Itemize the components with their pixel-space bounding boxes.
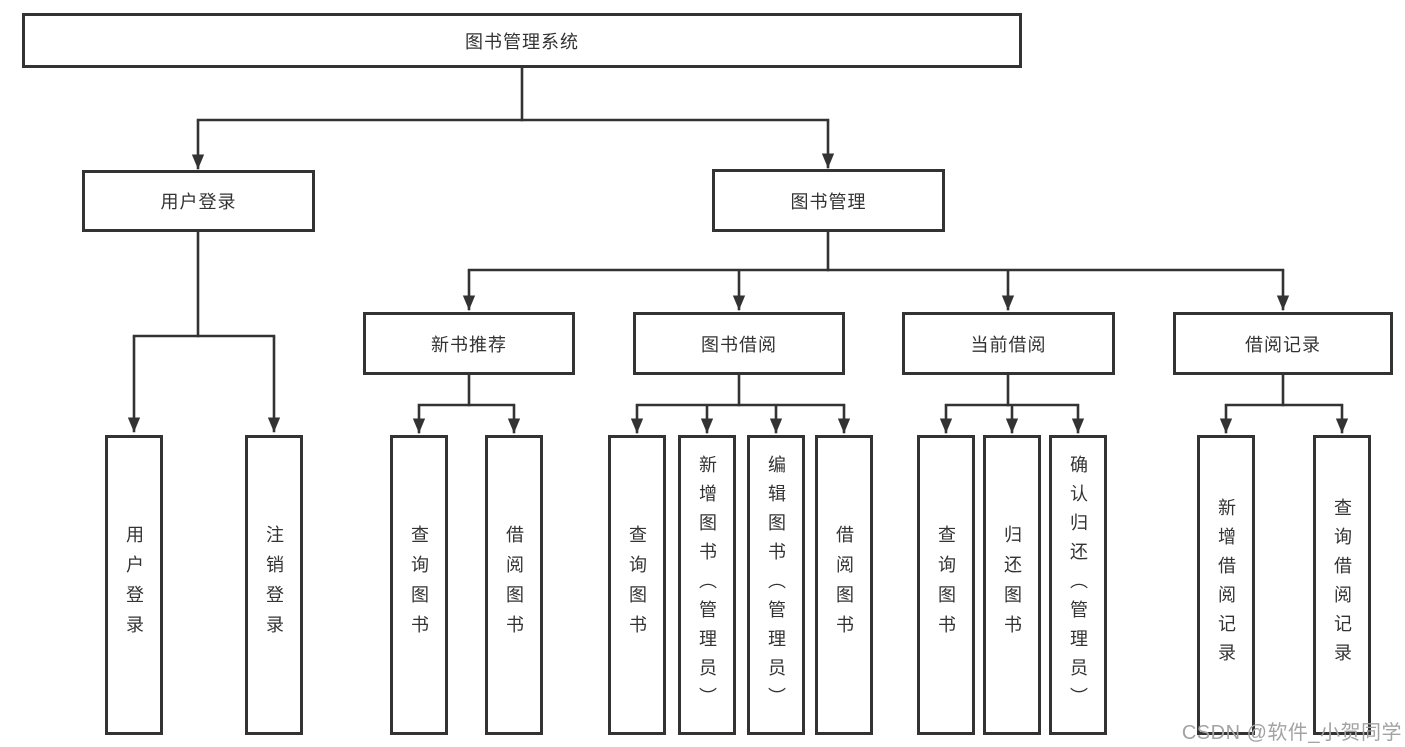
leaf-borrow-books: 借阅图书 <box>815 435 873 735</box>
leaf-borrow-books-recommend: 借阅图书 <box>485 435 543 735</box>
leaf-query-books-borrowing: 查询图书 <box>608 435 666 735</box>
node-library-management-system: 图书管理系统 <box>22 13 1022 68</box>
node-label: 新增图书（管理员） <box>697 454 717 716</box>
node-label: 用户登录 <box>160 192 237 212</box>
node-label: 图书管理系统 <box>465 31 579 52</box>
leaf-add-borrow-record: 新增借阅记录 <box>1197 435 1255 735</box>
node-label: 图书借阅 <box>701 334 777 355</box>
node-label: 归还图书 <box>1002 525 1022 645</box>
node-label: 注销登录 <box>264 525 284 645</box>
leaf-query-books-recommend: 查询图书 <box>390 435 448 735</box>
node-label: 确认归还（管理员） <box>1068 454 1088 716</box>
node-label: 新书推荐 <box>431 334 507 355</box>
node-current-borrowing: 当前借阅 <box>902 312 1115 375</box>
leaf-confirm-return-admin: 确认归还（管理员） <box>1049 435 1107 735</box>
leaf-query-books-current: 查询图书 <box>917 435 975 735</box>
watermark: CSDN @软件_小贺同学 <box>1181 722 1402 744</box>
node-label: 查询图书 <box>936 525 956 645</box>
node-label: 查询借阅记录 <box>1332 498 1352 672</box>
node-label: 查询图书 <box>409 525 429 645</box>
leaf-query-borrow-record: 查询借阅记录 <box>1313 435 1371 735</box>
node-label: 用户登录 <box>124 525 144 645</box>
node-book-borrowing: 图书借阅 <box>633 312 845 375</box>
node-label: 借阅记录 <box>1245 334 1321 355</box>
leaf-add-books-admin: 新增图书（管理员） <box>678 435 736 735</box>
node-label: 当前借阅 <box>970 334 1047 355</box>
node-label: 新增借阅记录 <box>1216 498 1236 672</box>
node-new-book-recommend: 新书推荐 <box>363 312 575 375</box>
leaf-user-login: 用户登录 <box>105 435 163 735</box>
node-book-management: 图书管理 <box>712 169 945 232</box>
node-label: 编辑图书（管理员） <box>766 454 786 716</box>
node-borrowing-records: 借阅记录 <box>1173 312 1393 375</box>
node-label: 借阅图书 <box>504 525 524 645</box>
node-user-login: 用户登录 <box>82 170 315 232</box>
node-label: 图书管理 <box>790 191 867 212</box>
node-label: 查询图书 <box>627 525 647 645</box>
leaf-edit-books-admin: 编辑图书（管理员） <box>747 435 805 735</box>
leaf-logout: 注销登录 <box>245 435 303 735</box>
leaf-return-books: 归还图书 <box>983 435 1041 735</box>
node-label: 借阅图书 <box>834 525 854 645</box>
